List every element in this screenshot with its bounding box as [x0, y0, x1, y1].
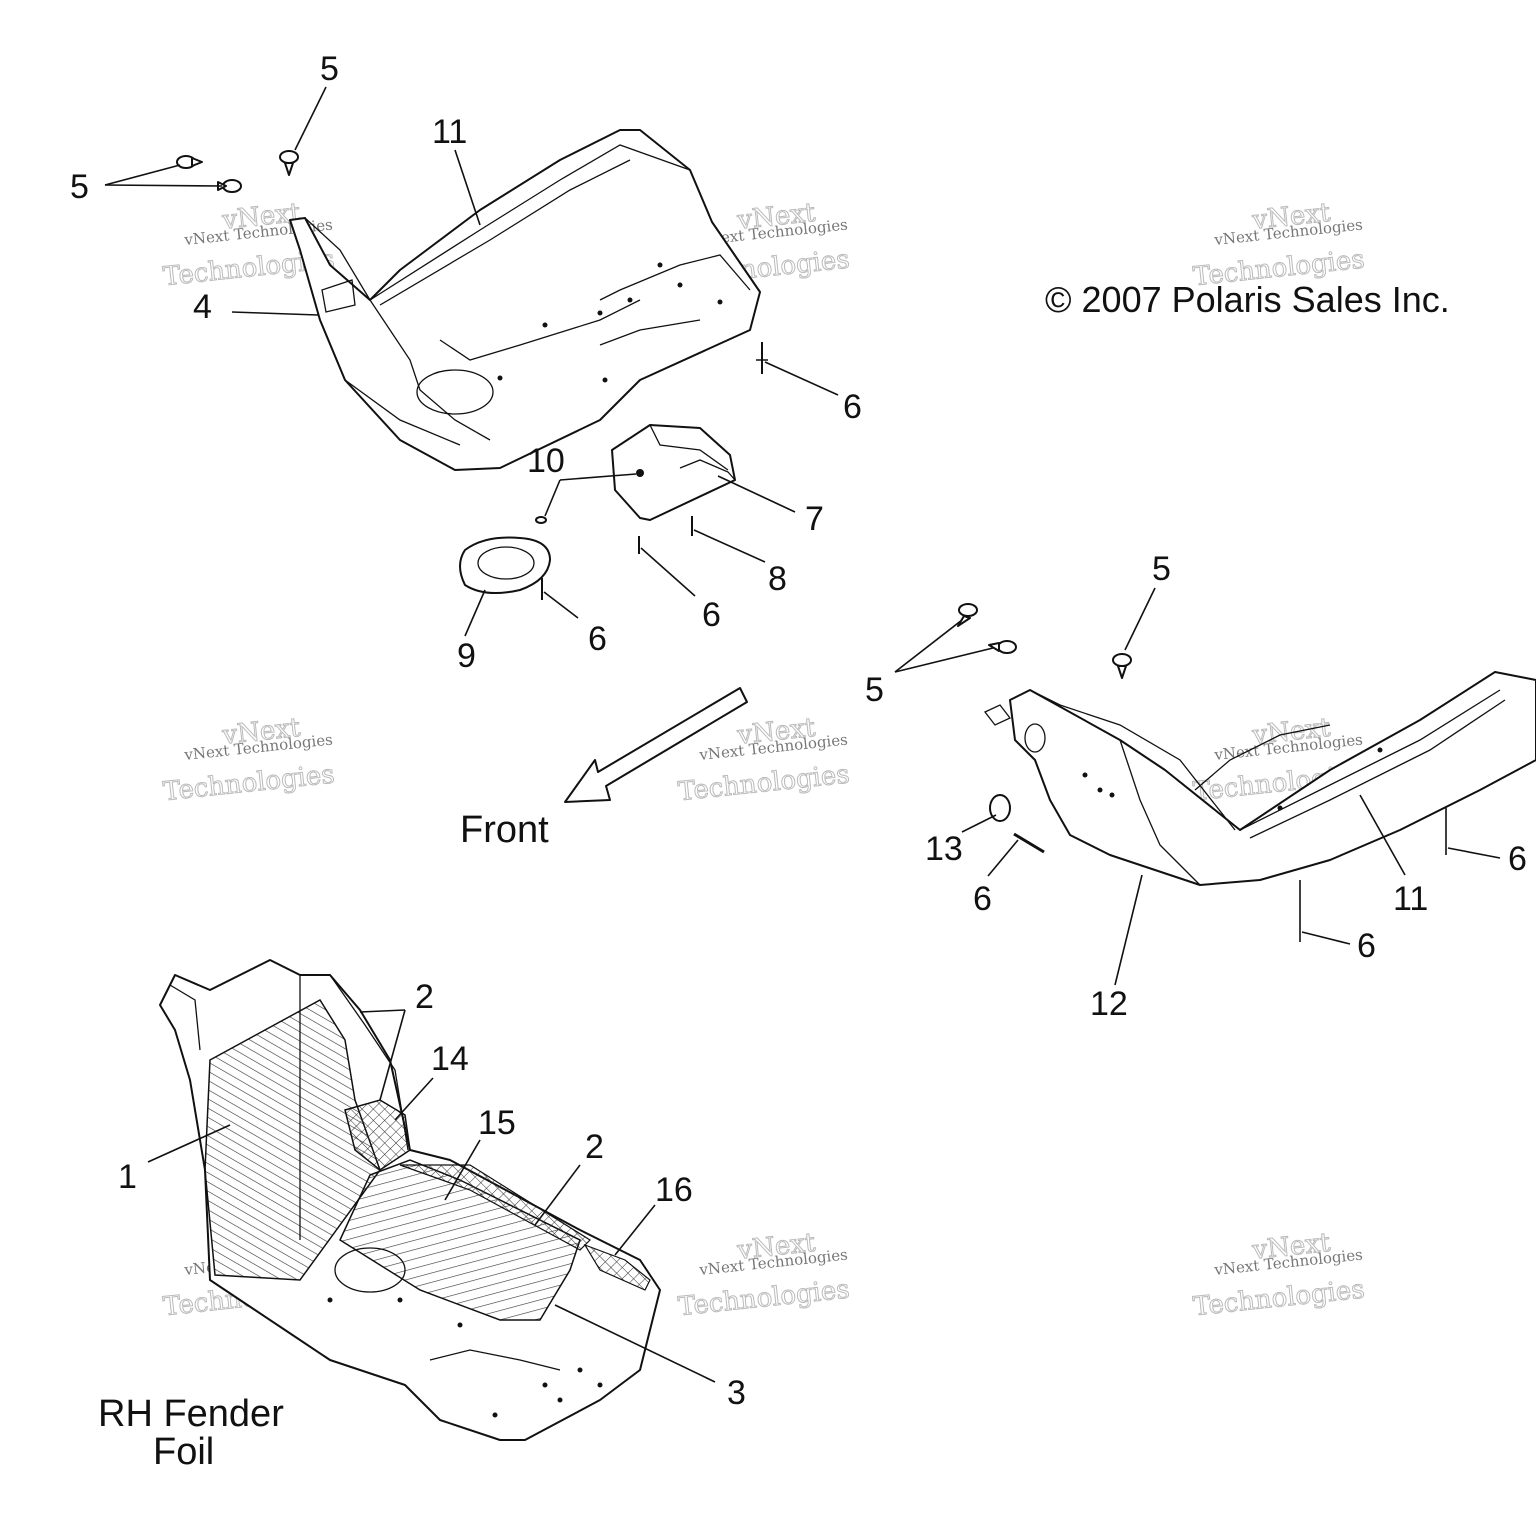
callout-8: 8: [768, 560, 787, 598]
fender-label-line2: Foil: [153, 1431, 214, 1473]
callout-5: 5: [70, 168, 89, 206]
fastener-10: [535, 516, 547, 524]
copyright-text: © 2007 Polaris Sales Inc.: [1045, 279, 1450, 320]
svg-text:Technologies: Technologies: [162, 760, 336, 808]
watermark: vNext Technologies Technologies vNext: [1191, 197, 1366, 293]
callout-1: 1: [118, 1158, 137, 1196]
callout-11: 11: [432, 113, 467, 151]
callout-6: 6: [843, 388, 862, 426]
callout-7: 7: [805, 500, 824, 538]
callout-4: 4: [193, 288, 212, 326]
callout-2: 2: [415, 978, 434, 1016]
callout-6: 6: [973, 880, 992, 918]
callout-12: 12: [1090, 985, 1128, 1023]
push-rivets: [176, 150, 1132, 679]
callout-3: 3: [727, 1374, 746, 1412]
floor-panel-12: [983, 671, 1536, 886]
ring-part-9: [459, 536, 551, 595]
callout-15: 15: [478, 1104, 516, 1142]
leader-lines: [104, 86, 1501, 1383]
callout-6: 6: [1357, 927, 1376, 965]
callout-6: 6: [1508, 840, 1527, 878]
callout-16: 16: [655, 1171, 693, 1209]
svg-text:Technologies: Technologies: [677, 1275, 851, 1323]
watermark: vNext Technologies Technologies vNext: [676, 1227, 851, 1323]
fender-label-line1: RH Fender: [98, 1393, 284, 1435]
fender-foil-assembly: [159, 959, 661, 1441]
callout-9: 9: [457, 637, 476, 675]
callout-10: 10: [527, 442, 565, 480]
callout-2: 2: [585, 1128, 604, 1166]
callouts: 5 5 11 4 6 10 7 8 6 6 9 5 5 13 6 11 6 6 …: [70, 50, 1527, 1412]
svg-text:Technologies: Technologies: [1192, 1275, 1366, 1323]
shield-part-7: [611, 424, 736, 521]
callout-11: 11: [1393, 880, 1428, 918]
callout-5: 5: [865, 671, 884, 709]
svg-text:Technologies: Technologies: [677, 760, 851, 808]
watermark: vNext Technologies Technologies vNext: [161, 712, 336, 808]
callout-6: 6: [702, 596, 721, 634]
footwell-part-4: [289, 129, 761, 471]
callout-13: 13: [925, 830, 963, 868]
callout-14: 14: [431, 1040, 469, 1078]
front-label: Front: [460, 809, 549, 851]
callout-5: 5: [1152, 550, 1171, 588]
callout-6: 6: [588, 620, 607, 658]
watermark: vNext Technologies Technologies vNext: [1191, 1227, 1366, 1323]
front-arrow: [564, 687, 748, 803]
callout-5: 5: [320, 50, 339, 88]
